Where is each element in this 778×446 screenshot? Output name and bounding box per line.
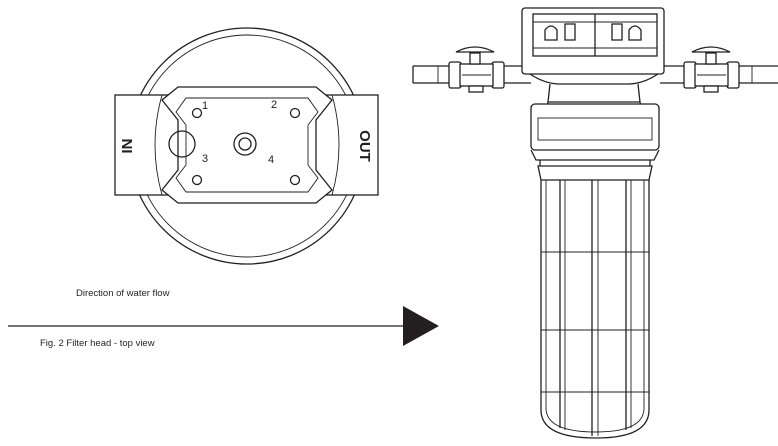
hole-number-1: 1	[202, 100, 208, 112]
figure-caption: Fig. 2 Filter head - top view	[40, 338, 155, 349]
hole-number-4: 4	[268, 154, 274, 166]
outlet-label: OUT	[356, 130, 373, 162]
center-outlet-outer	[233, 132, 257, 156]
inlet-label: IN	[119, 139, 136, 154]
flow-arrow-head	[403, 306, 439, 346]
head-inner-outline	[175, 97, 319, 193]
filter-side-view	[412, 7, 778, 439]
screw-hole-3	[191, 174, 203, 186]
screw-hole-4	[289, 174, 301, 186]
filter-head-top-view: 1 2 3 4 IN OUT	[114, 27, 379, 265]
hole-number-2: 2	[271, 99, 277, 111]
head-octagon	[161, 86, 333, 204]
housing-collar	[530, 103, 660, 151]
hole-number-3: 3	[202, 153, 208, 165]
center-outlet-inner	[238, 137, 252, 151]
inlet-valve	[448, 46, 505, 93]
screw-hole-1	[191, 107, 203, 119]
bracket-left-wing	[154, 94, 163, 196]
bracket-right-wing	[331, 94, 340, 196]
outlet-valve	[683, 46, 740, 93]
filter-bowl-cage	[537, 165, 653, 439]
screw-hole-2	[289, 107, 301, 119]
inlet-port	[168, 130, 196, 158]
flow-direction-label: Direction of water flow	[76, 288, 170, 299]
